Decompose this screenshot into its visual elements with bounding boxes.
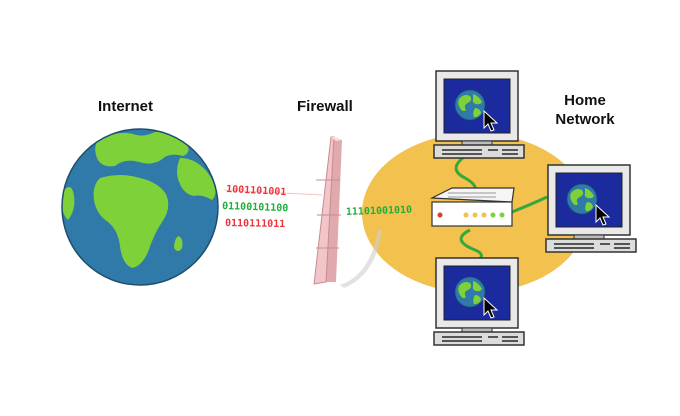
home-network-label-line2: Network [555, 111, 615, 128]
bitstream-red-bottom: 0110111011 [225, 218, 285, 230]
router-icon [429, 187, 515, 227]
globe-icon [61, 128, 219, 286]
bitstream-green-mid: 01100101100 [222, 201, 289, 214]
home-network-label: Home Network [545, 91, 625, 129]
internet-label: Internet [98, 98, 154, 115]
firewall-icon [313, 136, 382, 288]
computer-icon [433, 70, 525, 159]
firewall-label: Firewall [297, 98, 353, 115]
bitstream-red-top: 1001101001 [226, 184, 287, 198]
computer-icon [433, 257, 525, 346]
home-network-label-line1: Home [564, 92, 606, 109]
computer-icon [545, 164, 637, 253]
bitstream-lines [223, 189, 323, 196]
bitstream-green-after: 11101001010 [346, 205, 413, 218]
